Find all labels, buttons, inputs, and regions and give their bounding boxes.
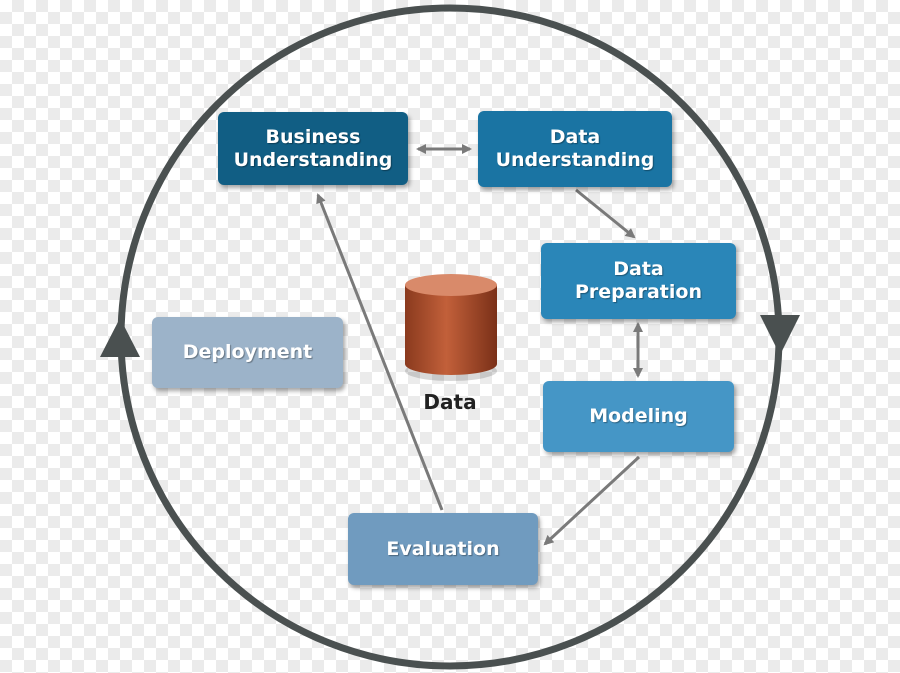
cycle-arrow-right [760, 315, 800, 355]
deployment-box: Deployment [152, 317, 343, 388]
deployment-label: Deployment [182, 341, 313, 363]
data-label: Data [423, 390, 477, 414]
arrow-evaluation-business [316, 193, 444, 511]
arrow-data-understanding-preparation [575, 188, 636, 239]
evaluation-label: Evaluation [386, 537, 500, 560]
cycle-arrow-left [100, 318, 140, 357]
modeling-label: Modeling [589, 405, 688, 427]
data-understanding-box: Data Understanding [478, 111, 672, 187]
data-cylinder-icon [405, 274, 497, 381]
evaluation-box: Evaluation [348, 513, 538, 585]
modeling-box: Modeling [543, 381, 734, 452]
business-understanding-label: Business Understanding [233, 125, 393, 171]
data-understanding-label: Data Understanding [495, 126, 655, 171]
data-preparation-box: Data Preparation [541, 243, 736, 319]
data-preparation-label: Data Preparation [575, 258, 702, 303]
business-understanding-box: Business Understanding [218, 112, 408, 185]
arrow-modeling-evaluation [543, 455, 641, 546]
